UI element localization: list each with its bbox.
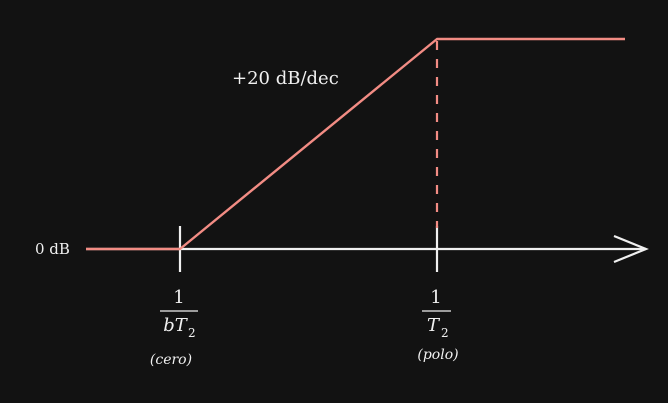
zero-db-label: 0 dB — [35, 240, 70, 258]
axis-arrowhead — [613, 234, 649, 264]
pole-fraction-denominator: T — [427, 315, 441, 336]
pole-fraction-subscript: 2 — [441, 326, 449, 340]
pole-caption: (polo) — [417, 347, 458, 363]
zero-caption: (cero) — [150, 352, 192, 368]
zero-fraction-numerator: 1 — [173, 287, 184, 308]
pole-fraction-numerator: 1 — [430, 287, 441, 308]
zero-frequency-label: 1 bT 2 — [160, 287, 198, 340]
slope-label: +20 dB/dec — [232, 68, 339, 89]
pole-frequency-label: 1 T 2 — [422, 287, 451, 340]
zero-fraction-denominator: bT — [163, 315, 189, 336]
magnitude-asymptote — [86, 37, 625, 251]
zero-fraction-subscript: 2 — [188, 326, 196, 340]
